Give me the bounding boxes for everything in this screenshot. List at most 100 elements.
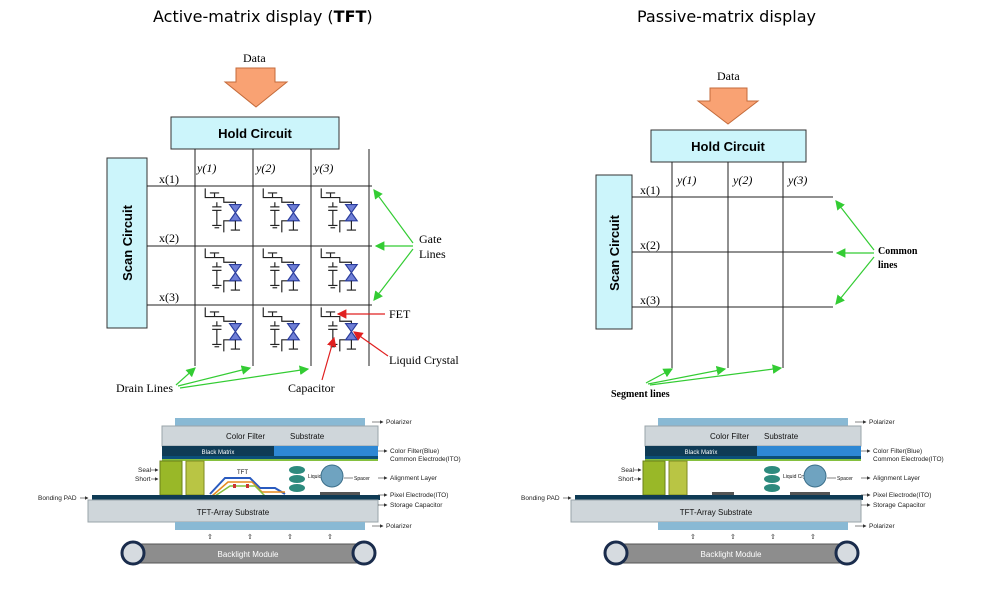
lc-text: Liquid Crystal (783, 474, 813, 480)
passive-title: Passive-matrix display (637, 7, 816, 26)
gate-lines-label: Lines (419, 247, 446, 261)
common-lines-label: lines (878, 260, 898, 271)
short-block (668, 460, 688, 496)
bonding-pad-layer (575, 495, 863, 500)
light-arrow: ⇧ (207, 533, 213, 541)
lcd-stack-right: Color Filter Substrate Black Matrix Liqu… (570, 418, 863, 566)
common-electrode-layer (645, 456, 861, 459)
active-col-label: y(2) (255, 161, 275, 175)
lc-molecule (289, 466, 305, 474)
bonding-pad-layer (92, 495, 380, 500)
polarizer-bottom-layer (658, 522, 848, 530)
gate-lines-label: Gate (419, 232, 442, 246)
spacer-text: Spacer (837, 476, 853, 482)
light-arrow: ⇧ (690, 533, 696, 541)
lc-molecule (764, 484, 780, 492)
common-lines-label: Common (878, 246, 918, 257)
svg-text:Storage Capacitor: Storage Capacitor (873, 502, 926, 509)
svg-text:Polarizer: Polarizer (869, 523, 895, 530)
active-title: Active-matrix display (TFT) (153, 7, 373, 26)
tft-layer (211, 481, 285, 497)
passive-data-label: Data (717, 69, 740, 83)
black-matrix-text: Black Matrix (685, 450, 718, 456)
short-block (185, 460, 205, 496)
svg-text:Bonding PAD: Bonding PAD (521, 495, 560, 502)
lc-molecule (289, 484, 305, 492)
pixel-cell (262, 247, 300, 293)
passive-hold-circuit-box (650, 129, 807, 163)
svg-text:Seal: Seal (138, 467, 152, 474)
active-row-label: x(3) (159, 290, 179, 304)
backlight-roller (351, 540, 377, 566)
tft-contact (246, 484, 249, 488)
light-arrow: ⇧ (287, 533, 293, 541)
backlight-text: Backlight Module (701, 550, 762, 559)
active-hold-circuit-label: Hold Circuit (218, 126, 292, 141)
liquid-crystal-label: Liquid Crystal (389, 353, 459, 367)
passive-col-label: y(1) (676, 173, 696, 187)
fet-label: FET (389, 307, 411, 321)
svg-text:Polarizer: Polarizer (386, 419, 412, 426)
lc-molecule (764, 466, 780, 474)
pixel-electrode-shape (712, 492, 734, 495)
capacitor-arrow (321, 336, 337, 381)
color-filter-text: Color Filter (226, 432, 265, 441)
svg-text:Storage Capacitor: Storage Capacitor (390, 502, 443, 509)
black-matrix-layer (162, 446, 274, 456)
svg-text:Polarizer: Polarizer (869, 419, 895, 426)
passive-data-arrow (696, 87, 760, 125)
color-filter-substrate (644, 425, 862, 447)
pixel-cell (204, 306, 242, 352)
pixel-cell (262, 306, 300, 352)
pixel-cell (320, 187, 358, 233)
gate-lines-arrows (373, 189, 414, 301)
alignment-layer (645, 459, 861, 461)
backlight-roller (603, 540, 629, 566)
capacitor-label: Capacitor (288, 381, 335, 395)
tft-contact (233, 484, 236, 488)
light-arrow: ⇧ (730, 533, 736, 541)
spacer-text: Spacer (354, 476, 370, 482)
passive-common-lines (632, 196, 833, 308)
spacer-ball (320, 464, 344, 488)
tft-array-text: TFT-Array Substrate (197, 508, 270, 517)
color-filter-text: Color Filter (710, 432, 749, 441)
svg-text:Alignment Layer: Alignment Layer (390, 475, 438, 482)
segment-lines-arrows (645, 364, 783, 386)
passive-col-label: y(2) (732, 173, 752, 187)
lcd-stack-right-labels: Polarizer Color Filter(Blue) Common Elec… (521, 419, 944, 530)
drain-lines-label: Drain Lines (116, 381, 173, 395)
seal-block (642, 460, 666, 496)
pixel-cell (204, 187, 242, 233)
black-matrix-layer (645, 446, 757, 456)
passive-scan-circuit-label: Scan Circuit (607, 214, 622, 291)
pixel-cell (320, 247, 358, 293)
svg-text:Bonding PAD: Bonding PAD (38, 495, 77, 502)
storage-capacitor-shape (790, 492, 830, 495)
alignment-layer (162, 459, 378, 461)
substrate-text: Substrate (290, 432, 325, 441)
light-arrow: ⇧ (770, 533, 776, 541)
common-electrode-layer (162, 456, 378, 459)
polarizer-bottom-layer (175, 522, 365, 530)
active-row-label: x(2) (159, 231, 179, 245)
backlight-roller (834, 540, 860, 566)
color-filter-blue-layer (274, 446, 378, 456)
common-lines-arrows (835, 200, 875, 305)
color-filter-substrate (161, 425, 379, 447)
lcd-stack-left: Color Filter Substrate Black Matrix TFT … (87, 418, 380, 566)
lc-molecule (764, 475, 780, 483)
color-filter-blue-layer (757, 446, 861, 456)
svg-text:Pixel Electrode(ITO): Pixel Electrode(ITO) (390, 492, 448, 499)
polarizer-top-layer (658, 418, 848, 426)
lc-molecule (289, 475, 305, 483)
active-data-label: Data (243, 51, 266, 65)
active-pixel-cells (204, 187, 358, 352)
storage-capacitor-shape (320, 492, 360, 495)
passive-scan-circuit-box (595, 174, 633, 330)
passive-row-label: x(2) (640, 238, 660, 252)
polarizer-top-layer (175, 418, 365, 426)
svg-text:Short: Short (135, 476, 151, 483)
pixel-cell (262, 187, 300, 233)
active-row-label: x(1) (159, 172, 179, 186)
